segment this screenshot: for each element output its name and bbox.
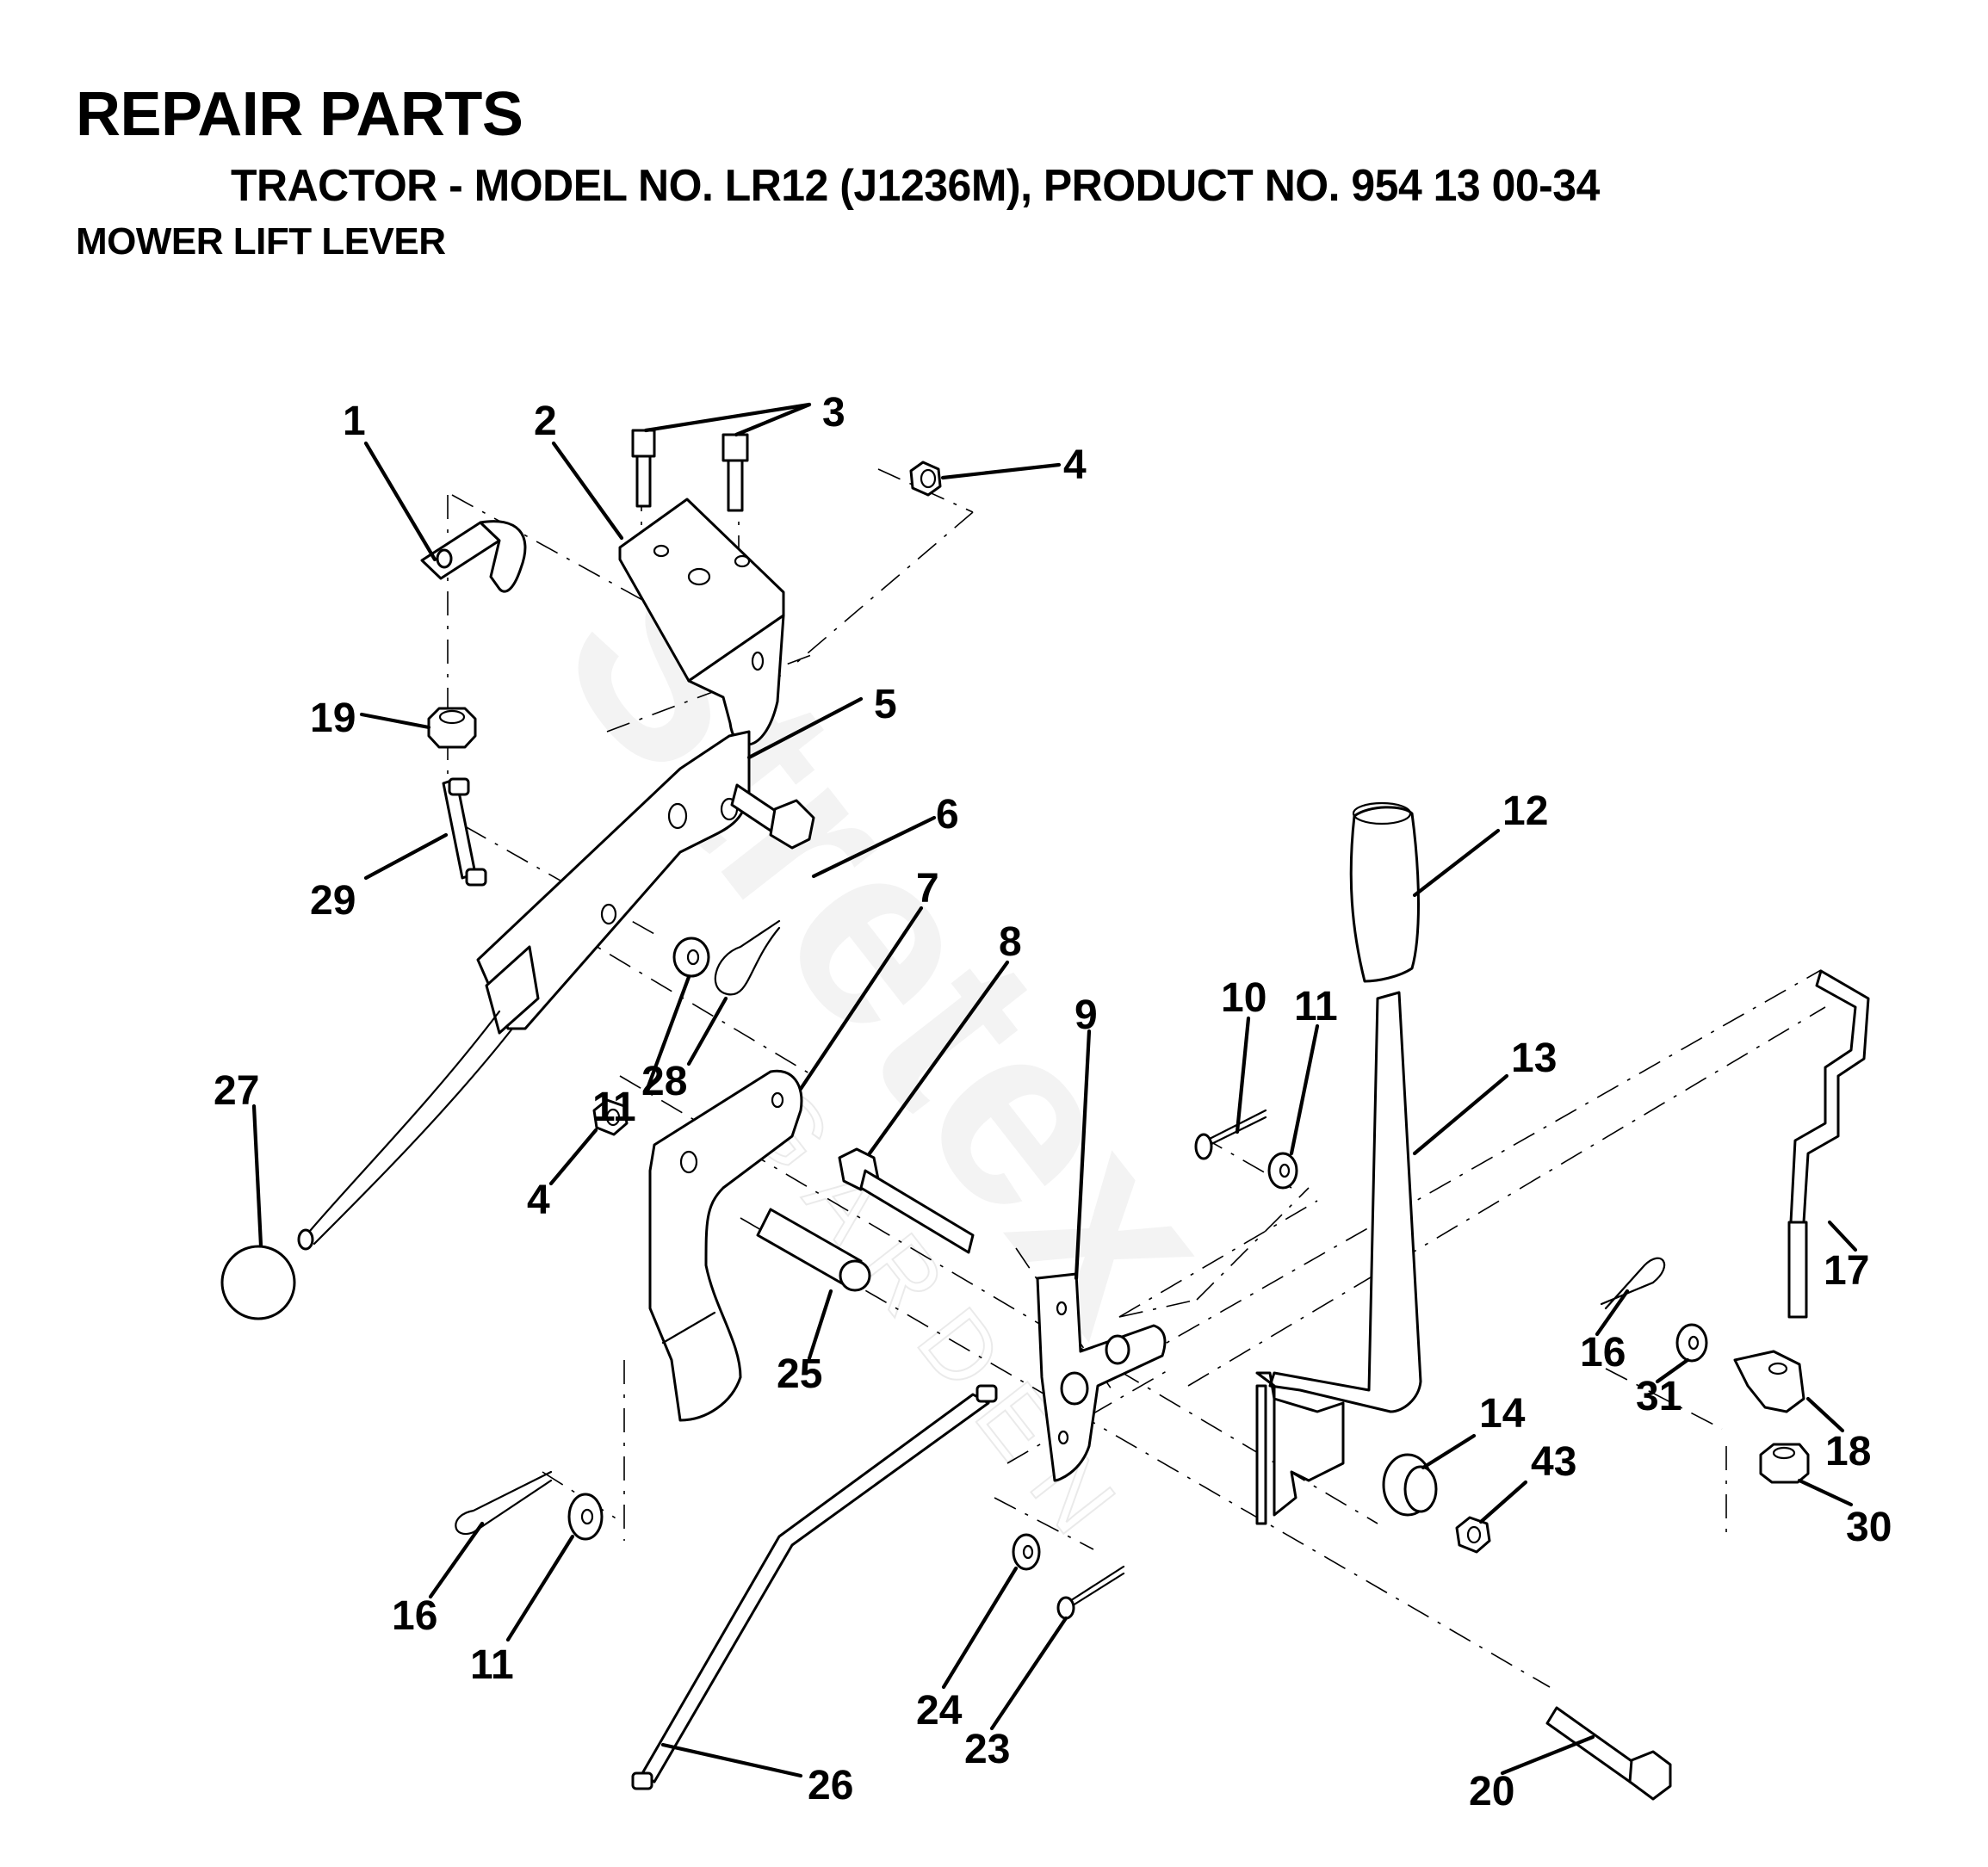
part-6-bolt xyxy=(730,783,815,850)
callout-19: 19 xyxy=(310,695,356,741)
part-14-bushing xyxy=(1382,1453,1438,1517)
callout-16-right: 16 xyxy=(1580,1330,1626,1376)
callout-23: 23 xyxy=(964,1727,1010,1772)
callout-17: 17 xyxy=(1824,1248,1869,1294)
part-24-washer xyxy=(1012,1533,1041,1571)
part-20-bolt xyxy=(1545,1706,1672,1801)
callout-26: 26 xyxy=(808,1763,853,1808)
part-2-bracket xyxy=(618,498,785,746)
part-31-washer xyxy=(1675,1323,1708,1363)
callout-31: 31 xyxy=(1636,1374,1681,1419)
callout-2: 2 xyxy=(534,399,557,444)
part-25-spacer xyxy=(756,1208,871,1292)
part-19-nut xyxy=(427,707,477,749)
callout-30: 30 xyxy=(1846,1505,1892,1550)
leader-lines xyxy=(251,402,1858,1778)
part-30-nut xyxy=(1759,1443,1810,1484)
callout-labels: 1 2 3 4 4 5 6 7 8 9 10 11 11 11 12 13 14… xyxy=(214,390,1892,1814)
part-13-lever xyxy=(1255,991,1422,1525)
part-18-swivel xyxy=(1733,1350,1805,1413)
callout-4-lower: 4 xyxy=(527,1178,550,1223)
part-27-knob xyxy=(220,1245,296,1320)
part-28-hairpin xyxy=(714,919,781,996)
callout-5: 5 xyxy=(874,682,897,727)
callout-1: 1 xyxy=(343,399,366,444)
callout-11-lower: 11 xyxy=(470,1642,514,1688)
part-11-washer-upper xyxy=(672,937,710,978)
part-1-clip xyxy=(420,520,527,593)
callout-6: 6 xyxy=(936,792,959,838)
callout-11-right: 11 xyxy=(1294,984,1338,1029)
part-16-hairpin-right xyxy=(1600,1257,1666,1310)
callout-10: 10 xyxy=(1221,975,1266,1021)
watermark: Stretex GARDEN xyxy=(508,510,1276,1574)
part-29-link xyxy=(442,777,487,887)
part-4-nut-lower xyxy=(592,1098,629,1136)
callout-8: 8 xyxy=(999,919,1022,965)
part-10-cotter-pin xyxy=(1194,1109,1267,1160)
callout-7: 7 xyxy=(916,866,939,912)
callout-27: 27 xyxy=(214,1068,259,1114)
page-title: REPAIR PARTS xyxy=(76,80,523,149)
part-7-bracket xyxy=(648,1069,803,1422)
callout-3: 3 xyxy=(822,390,845,436)
part-23-cotter-pin xyxy=(1056,1565,1125,1620)
callout-13: 13 xyxy=(1511,1036,1557,1081)
part-11-washer-lower xyxy=(567,1493,604,1541)
callout-25: 25 xyxy=(777,1351,822,1397)
part-26-rod xyxy=(631,1384,998,1790)
callout-20: 20 xyxy=(1469,1769,1514,1814)
callout-43: 43 xyxy=(1531,1439,1576,1485)
callout-24: 24 xyxy=(916,1688,963,1734)
part-4-nut-top xyxy=(909,461,942,497)
part-8-bolt xyxy=(838,1147,975,1254)
part-16-hairpin-left xyxy=(455,1470,553,1535)
callout-28: 28 xyxy=(641,1059,687,1104)
part-11-washer-right xyxy=(1267,1152,1298,1190)
callout-16-left: 16 xyxy=(392,1593,437,1639)
callout-9: 9 xyxy=(1075,992,1098,1038)
part-3-bolts xyxy=(631,429,749,512)
part-5-lift-arm xyxy=(297,730,751,1251)
callout-14: 14 xyxy=(1479,1391,1526,1437)
callout-29: 29 xyxy=(310,878,356,924)
part-9-plate xyxy=(1036,1272,1167,1482)
callout-18: 18 xyxy=(1825,1429,1871,1474)
part-12-grip xyxy=(1349,801,1420,983)
callout-11-upper: 11 xyxy=(592,1085,636,1130)
section-title: MOWER LIFT LEVER xyxy=(76,220,446,263)
model-subtitle: TRACTOR - MODEL NO. LR12 (J1236M), PRODU… xyxy=(231,161,1600,211)
part-17-rod xyxy=(1787,969,1870,1319)
callout-12: 12 xyxy=(1502,788,1548,834)
part-43-nut xyxy=(1455,1516,1491,1554)
callout-4-top: 4 xyxy=(1063,442,1087,488)
